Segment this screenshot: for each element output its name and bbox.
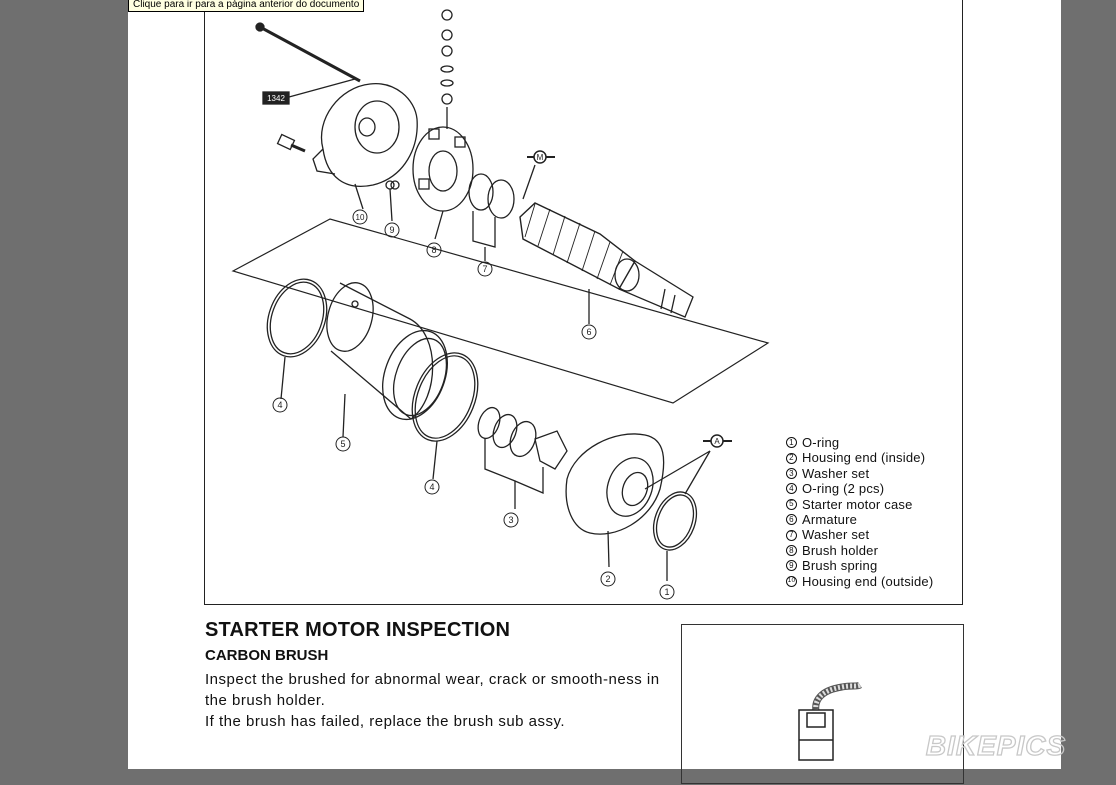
callout-8: 8	[431, 245, 436, 255]
tool-tag-icon	[262, 91, 290, 105]
callout-9: 9	[389, 225, 394, 235]
callout-4-right: 4	[429, 482, 434, 492]
section-body: Inspect the brushed for abnormal wear, c…	[205, 669, 665, 732]
lube-mark-a: A	[714, 437, 720, 446]
callout-7: 7	[482, 264, 487, 274]
starter-motor-exploded-diagram: 1 3 4 2	[231, 9, 770, 600]
lube-mark-m: M	[537, 153, 544, 162]
callout-6: 6	[586, 327, 591, 337]
watermark-text: BIKEPICS	[926, 730, 1066, 761]
callout-4-left: 4	[277, 400, 282, 410]
exploded-view-figure: 1 3 4 2	[204, 0, 963, 605]
bikepics-watermark: BIKEPICS	[925, 729, 1066, 761]
callout-3: 3	[508, 515, 513, 525]
document-page: 1 3 4 2	[128, 0, 1061, 784]
callout-1: 1	[664, 587, 669, 597]
paragraph: If the brush has failed, replace the bru…	[205, 713, 566, 730]
section-subtitle: CARBON BRUSH	[205, 647, 329, 664]
section-title: STARTER MOTOR INSPECTION	[205, 619, 511, 641]
brush-illustration-box	[681, 624, 964, 784]
callout-5: 5	[340, 439, 345, 449]
paragraph: Inspect the brushed for abnormal wear, c…	[205, 671, 660, 709]
callout-2: 2	[605, 574, 610, 584]
carbon-brush-illustration	[798, 681, 862, 761]
tool-tag-label: 1342	[267, 94, 285, 103]
callout-10: 10	[356, 213, 365, 222]
navigation-tooltip: Clique para ir para a página anterior do…	[128, 0, 365, 12]
